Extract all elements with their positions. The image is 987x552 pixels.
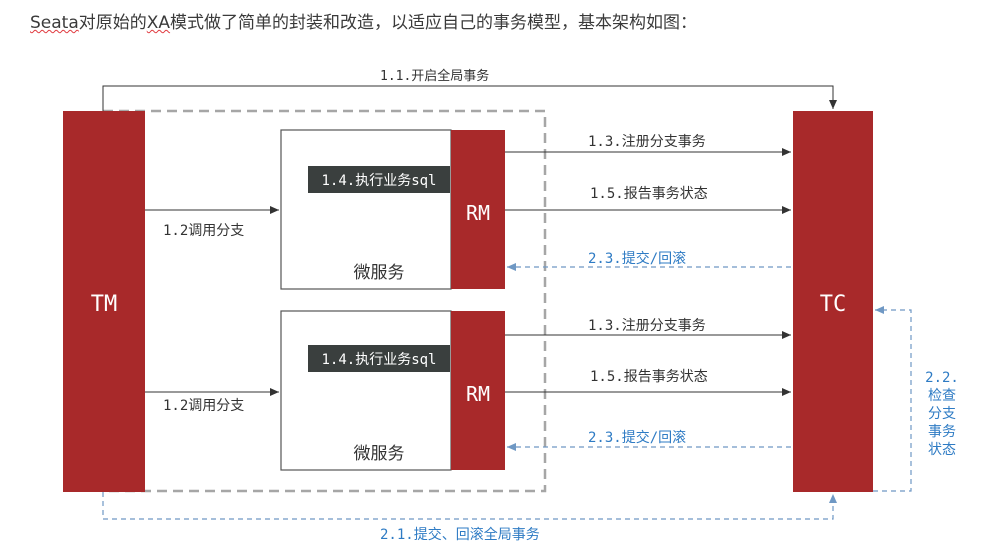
label-begin-global: 1.1.开启全局事务 bbox=[380, 68, 489, 84]
intro-part2: 模式做了简单的封装和改造，以适应自己的事务模型，基本架构如图： bbox=[170, 13, 698, 33]
rm-node-1 bbox=[451, 130, 505, 289]
edge-begin-global bbox=[102, 85, 837, 111]
label-report-1: 1.5.报告事务状态 bbox=[590, 186, 708, 202]
label-commit-rollback-1: 2.3.提交/回滚 bbox=[588, 250, 686, 267]
label-check-line-4: 事务 bbox=[928, 424, 956, 440]
edge-check-branch bbox=[873, 306, 912, 492]
intro-part1: 对原始的 bbox=[78, 13, 147, 33]
label-register-1: 1.3.注册分支事务 bbox=[588, 134, 706, 150]
tc-label: TC bbox=[820, 292, 847, 317]
microservice-label-2: 微服务 bbox=[354, 444, 405, 464]
label-check-line-5: 状态 bbox=[928, 442, 956, 458]
sql-tag-bg-1 bbox=[308, 166, 450, 193]
label-commit-rollback-2: 2.3.提交/回滚 bbox=[588, 429, 686, 446]
sql-tag-2: 1.4.执行业务sql bbox=[321, 352, 436, 368]
rm-label-1: RM bbox=[466, 201, 490, 225]
label-register-2: 1.3.注册分支事务 bbox=[588, 318, 706, 334]
label-report-2: 1.5.报告事务状态 bbox=[590, 369, 708, 385]
microservice-box-1 bbox=[280, 129, 452, 290]
tm-label: TM bbox=[91, 292, 118, 317]
check-label-bg bbox=[920, 366, 966, 462]
sql-tag-1: 1.4.执行业务sql bbox=[321, 173, 436, 189]
tm-node bbox=[63, 111, 145, 492]
rm-node-2 bbox=[451, 311, 505, 470]
label-commit-global: 2.1.提交、回滚全局事务 bbox=[380, 526, 540, 543]
global-transaction-boundary bbox=[101, 109, 547, 493]
label-check-line-3: 分支 bbox=[928, 406, 956, 422]
rm-label-2: RM bbox=[466, 382, 490, 406]
intro-xa: XA bbox=[146, 13, 171, 33]
label-check-line-2: 检查 bbox=[928, 388, 956, 404]
microservice-label-1: 微服务 bbox=[354, 263, 405, 283]
label-call-branch-1: 1.2调用分支 bbox=[163, 223, 244, 239]
tc-node bbox=[793, 111, 873, 492]
edge-commit-global bbox=[102, 492, 837, 520]
sql-tag-bg-2 bbox=[308, 345, 450, 372]
label-check-line-1: 2.2. bbox=[925, 370, 959, 386]
microservice-box-2 bbox=[280, 310, 452, 471]
label-call-branch-2: 1.2调用分支 bbox=[163, 398, 244, 414]
intro-seata: Seata bbox=[30, 13, 79, 33]
intro-text: Seata对原始的XA模式做了简单的封装和改造，以适应自己的事务模型，基本架构如… bbox=[30, 8, 697, 33]
